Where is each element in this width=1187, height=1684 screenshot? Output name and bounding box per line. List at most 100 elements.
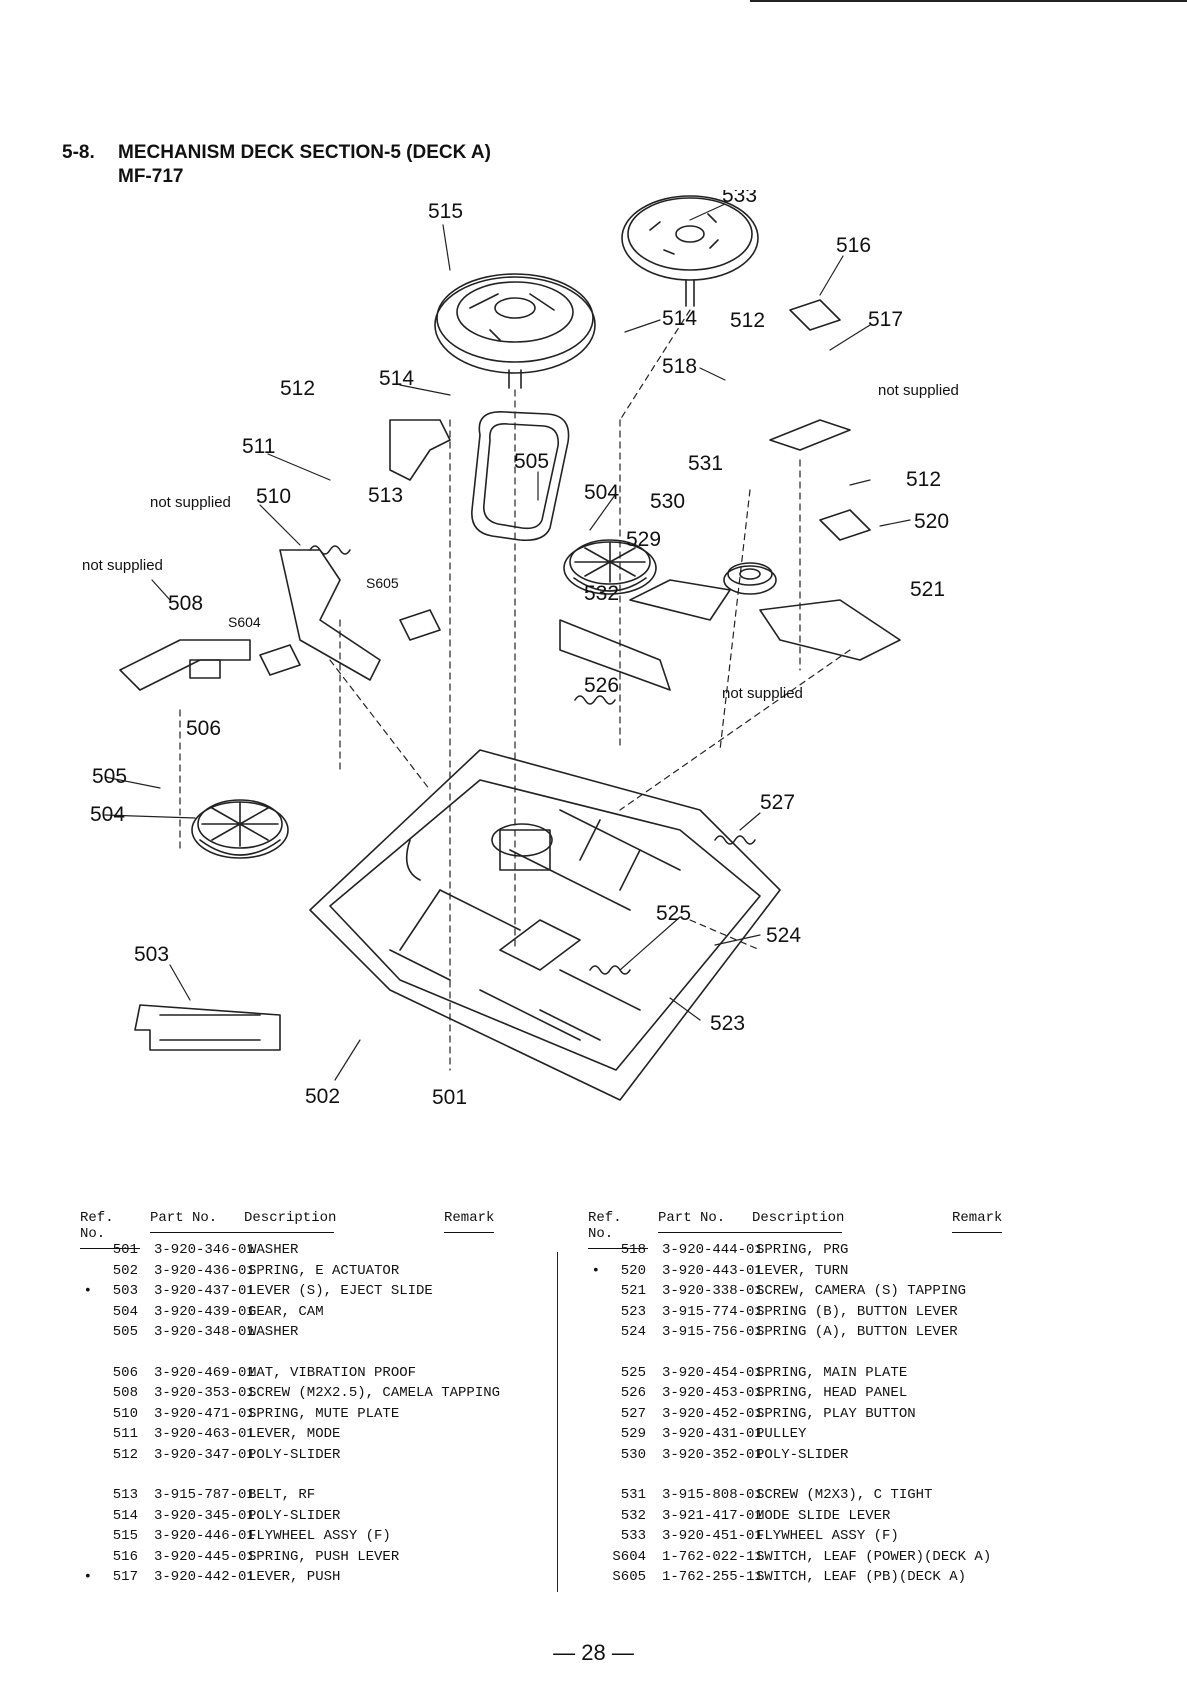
ref-no: 508 — [112, 1385, 138, 1401]
leader-lines — [104, 203, 911, 1081]
ref-no: 514 — [112, 1507, 138, 1524]
part-no: 3-920-347-01 — [154, 1446, 255, 1463]
description: SWITCH, LEAF (POWER)(DECK A) — [756, 1548, 992, 1565]
callout-518: 518 — [662, 355, 697, 378]
group-spacer — [588, 1465, 1028, 1485]
header-description: Description — [752, 1210, 844, 1233]
part-no: 3-920-445-01 — [154, 1548, 255, 1565]
part-no: 3-920-451-01 — [662, 1528, 763, 1544]
callout-531: 531 — [688, 452, 723, 475]
ref-no: 527 — [620, 1405, 646, 1422]
part-no: 3-920-352-01 — [662, 1446, 763, 1463]
part-no: 3-920-346-01 — [154, 1242, 255, 1258]
callout-530: 530 — [650, 490, 685, 513]
callout-511: 511 — [242, 435, 275, 458]
new-part-mark — [80, 1404, 94, 1425]
model-name: MF-717 — [118, 166, 184, 187]
description: SPRING, HEAD PANEL — [756, 1385, 908, 1401]
parts-list-header: Ref. No. Part No. Description Remark — [80, 1210, 520, 1249]
ref-no: 532 — [620, 1507, 646, 1524]
description: SPRING, PRG — [756, 1242, 849, 1258]
header-part-no: Part No. — [150, 1210, 244, 1233]
callout-533: 533 — [722, 190, 757, 207]
description: LEVER, MODE — [248, 1426, 341, 1442]
description: SPRING, E ACTUATOR — [248, 1262, 400, 1279]
description: SCREW (M2X2.5), CAMELA TAPPING — [248, 1385, 501, 1401]
pulley-529 — [723, 562, 777, 595]
note-not-supplied-4: not supplied — [722, 685, 803, 702]
callout-527: 527 — [760, 791, 795, 814]
part-no: 3-920-436-01 — [154, 1262, 255, 1279]
part-no: 3-920-348-01 — [154, 1324, 255, 1340]
callout-505-top: 505 — [514, 450, 549, 473]
ref-no: 505 — [112, 1324, 138, 1340]
new-part-mark — [80, 1383, 94, 1404]
part-no: 3-920-446-01 — [154, 1528, 255, 1544]
parts-list-left: Ref. No. Part No. Description Remark 501… — [80, 1210, 520, 1588]
part-no: 3-920-439-01 — [154, 1303, 255, 1320]
callout-502: 502 — [305, 1085, 340, 1108]
page-number: — 28 — — [553, 1640, 634, 1665]
ref-no: 530 — [620, 1446, 646, 1463]
new-part-mark — [80, 1445, 94, 1466]
ref-no: 502 — [112, 1262, 138, 1279]
part-no: 3-920-353-01 — [154, 1385, 255, 1401]
new-part-mark — [80, 1302, 94, 1323]
part-no: 3-920-444-01 — [662, 1242, 763, 1258]
column-divider — [557, 1252, 558, 1592]
description: BELT, RF — [248, 1487, 316, 1503]
callout-524: 524 — [766, 924, 801, 947]
part-no: 3-915-787-01 — [154, 1487, 255, 1503]
new-part-mark — [588, 1281, 602, 1302]
part-no: 3-920-471-01 — [154, 1405, 255, 1422]
description: MODE SLIDE LEVER — [756, 1507, 891, 1524]
section-title: MECHANISM DECK SECTION-5 (DECK A) — [118, 142, 491, 163]
callout-525: 525 — [656, 902, 691, 925]
springs — [309, 545, 756, 975]
description: SPRING, PUSH LEVER — [248, 1548, 400, 1565]
part-no: 3-920-453-01 — [662, 1385, 763, 1401]
callout-512-top: 512 — [730, 309, 765, 332]
callout-512-right: 512 — [906, 468, 941, 491]
ref-no: 518 — [620, 1242, 646, 1258]
description: POLY-SLIDER — [248, 1446, 341, 1463]
callout-505-left: 505 — [92, 765, 127, 788]
part-no: 3-920-469-01 — [154, 1364, 255, 1381]
new-part-mark — [80, 1322, 94, 1343]
description: WASHER — [248, 1324, 299, 1340]
callout-508: 508 — [168, 592, 203, 615]
new-part-mark — [588, 1526, 602, 1547]
part-no: 3-920-443-01 — [662, 1262, 763, 1279]
description: PULLEY — [756, 1426, 807, 1442]
new-part-mark — [588, 1506, 602, 1527]
description: SPRING (A), BUTTON LEVER — [756, 1324, 958, 1340]
ref-no: 504 — [112, 1303, 138, 1320]
new-part-mark — [588, 1547, 602, 1568]
new-part-mark: • — [83, 1283, 92, 1299]
group-spacer — [588, 1343, 1028, 1363]
part-no: 1-762-255-11 — [662, 1569, 763, 1585]
part-no: 3-920-431-01 — [662, 1426, 763, 1442]
section-heading: 5-8.MECHANISM DECK SECTION-5 (DECK A) MF… — [62, 141, 491, 189]
callout-513: 513 — [368, 484, 403, 507]
group-spacer — [80, 1343, 520, 1363]
ref-no: 531 — [620, 1487, 646, 1503]
gear-504-left — [191, 799, 289, 859]
flywheel-533 — [621, 195, 759, 307]
header-ref-no: Ref. No. — [80, 1210, 140, 1249]
part-no: 1-762-022-11 — [662, 1548, 763, 1565]
ref-no: 523 — [620, 1303, 646, 1320]
new-part-mark — [588, 1485, 602, 1506]
